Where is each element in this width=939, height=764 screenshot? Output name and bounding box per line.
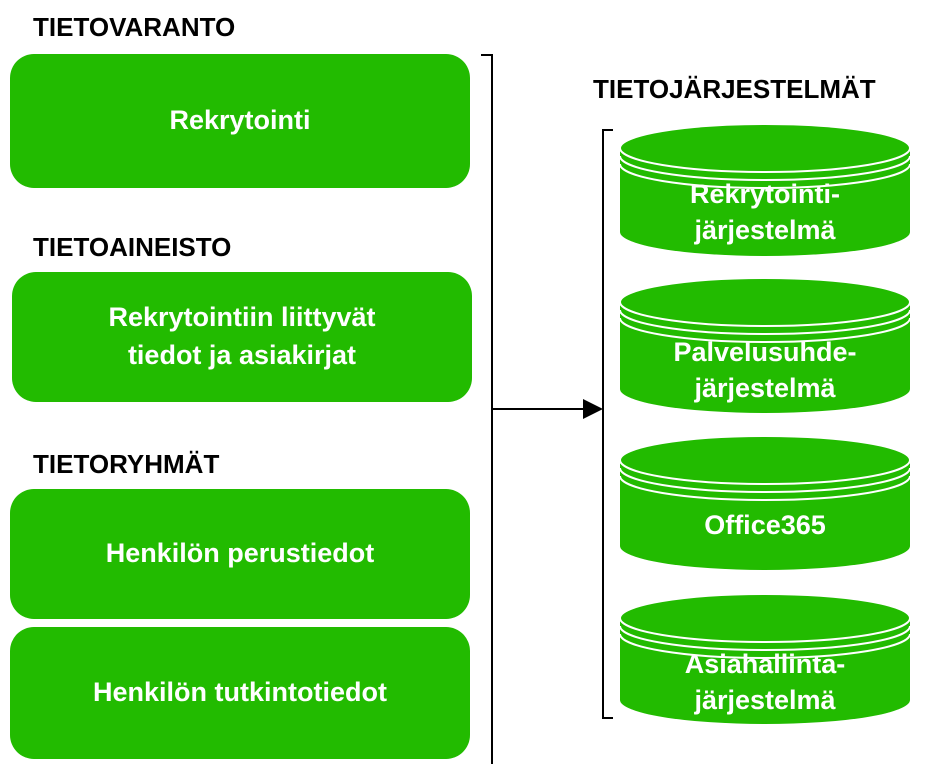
- box-henkilon-perustiedot-label: Henkilön perustiedot: [105, 538, 375, 569]
- system-label-line2: järjestelmä: [694, 215, 836, 246]
- box-henkilon-tutkintotiedot-label: Henkilön tutkintotiedot: [93, 677, 387, 708]
- box-rekrytointi-label: Rekrytointi: [169, 105, 311, 136]
- box-rekrytointi: Rekrytointi: [10, 54, 470, 188]
- system-label-line1: Rekrytointi-: [689, 179, 841, 209]
- box-tietoaineisto-line2: tiedot ja asiakirjat: [127, 340, 357, 370]
- system-label-line1: Asiahallinta-: [684, 649, 846, 679]
- system-label-palvelusuhdejarjestelma: Palvelusuhde- järjestelmä: [620, 334, 910, 407]
- system-label-line2: järjestelmä: [694, 373, 836, 404]
- box-henkilon-perustiedot: Henkilön perustiedot: [10, 489, 470, 619]
- right-group-bracket: [602, 129, 613, 719]
- left-group-bracket: [481, 54, 493, 764]
- box-tietoaineisto-line1: Rekrytointiin liittyvät: [108, 302, 376, 333]
- system-label-office365: Office365: [620, 507, 910, 543]
- heading-tietoryhmat: TIETORYHMÄT: [33, 449, 220, 479]
- box-rekrytointiin-liittyvat-tiedot: Rekrytointiin liittyvät tiedot ja asiaki…: [12, 272, 472, 402]
- database-cylinder-rekrytointijarjestelma: [619, 123, 911, 256]
- system-label-line1: Office365: [704, 510, 826, 540]
- system-label-asiahallintajarjestelma: Asiahallinta- järjestelmä: [620, 646, 910, 719]
- database-cylinder-office365: [619, 435, 911, 570]
- heading-tietoaineisto: TIETOAINEISTO: [33, 232, 232, 262]
- system-label-line2: järjestelmä: [694, 685, 836, 716]
- box-henkilon-tutkintotiedot: Henkilön tutkintotiedot: [10, 627, 470, 759]
- heading-tietovaranto: TIETOVARANTO: [33, 12, 236, 42]
- system-label-line1: Palvelusuhde-: [673, 337, 857, 367]
- heading-tietojarjestelmat: TIETOJÄRJESTELMÄT: [593, 74, 876, 104]
- database-cylinder-asiahallintajarjestelma: [619, 593, 911, 724]
- system-label-rekrytointijarjestelma: Rekrytointi- järjestelmä: [620, 176, 910, 249]
- database-cylinder-palvelusuhdejarjestelma: [619, 277, 911, 413]
